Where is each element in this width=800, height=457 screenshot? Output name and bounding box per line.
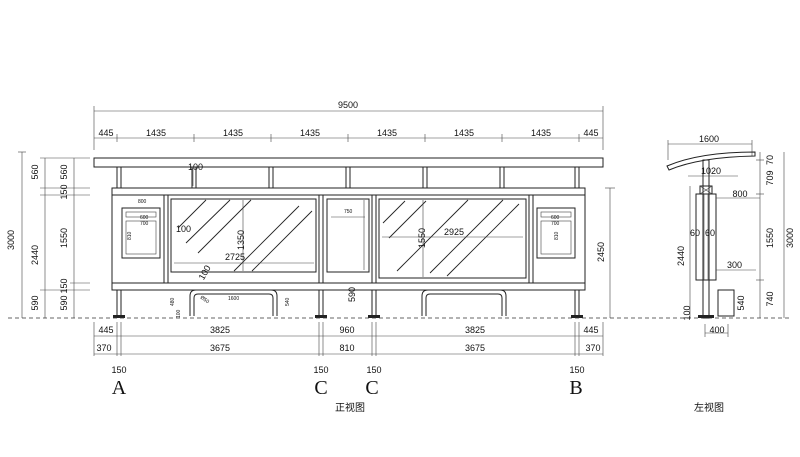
side-h540: 540 — [736, 295, 746, 310]
left-box-w800: 800 — [138, 199, 147, 205]
bench-dia: Ø50 — [199, 295, 210, 305]
right-glass-height: 1550 — [417, 228, 427, 248]
col-width-c2: 150 — [366, 365, 381, 375]
right-height: 2450 — [596, 242, 606, 262]
left-base-height-2: 590 — [59, 295, 69, 310]
roof-d100: 100 — [188, 162, 203, 172]
side-base-box — [717, 289, 735, 317]
top-seg-1: 445 — [98, 128, 113, 138]
side-h740: 740 — [765, 291, 775, 306]
middle-panel — [326, 198, 370, 273]
right-box-w600: 600 — [551, 215, 560, 221]
side-panel — [695, 193, 717, 281]
top-seg-3: 1435 — [223, 128, 243, 138]
left-box-w700: 700 — [140, 221, 149, 227]
left-base-height: 590 — [30, 295, 40, 310]
left-box-h810: 810 — [127, 231, 133, 240]
left-box-w600: 600 — [140, 215, 149, 221]
side-view: 1600 1020 60 60 800 300 400 — [666, 134, 795, 414]
top-seg-7: 1435 — [531, 128, 551, 138]
section-label-c2: C — [365, 377, 378, 399]
bottom2-seg-5: 370 — [585, 343, 600, 353]
right-glass-hatch — [382, 199, 520, 277]
side-roof — [666, 151, 756, 171]
side-h100: 100 — [682, 305, 692, 320]
left-bench — [189, 289, 278, 316]
side-h1550: 1550 — [765, 228, 775, 248]
side-h3000: 3000 — [785, 228, 795, 248]
left-total-height: 3000 — [6, 230, 16, 250]
top-seg-4: 1435 — [300, 128, 320, 138]
left-panel-height: 1550 — [59, 228, 69, 248]
shelter-frame — [111, 187, 586, 291]
left-glass-d100a: 100 — [176, 224, 191, 234]
bottom1-seg-4: 3825 — [465, 325, 485, 335]
side-base-width: 400 — [709, 325, 724, 335]
bottom1-seg-2: 3825 — [210, 325, 230, 335]
side-box-width: 800 — [732, 189, 747, 199]
left-roof-height: 560 — [30, 164, 40, 179]
side-post-dim-2: 60 — [705, 228, 715, 238]
bottom2-seg-2: 3675 — [210, 343, 230, 353]
bench-h100: 100 — [176, 309, 182, 318]
right-bench — [421, 289, 507, 316]
left-glass-width: 2725 — [225, 252, 245, 262]
top-seg-5: 1435 — [377, 128, 397, 138]
side-h709: 709 — [765, 170, 775, 185]
section-label-c1: C — [314, 377, 327, 399]
col-width-c1: 150 — [313, 365, 328, 375]
side-view-caption: 左视图 — [694, 401, 724, 414]
roof-canopy — [93, 157, 604, 168]
left-info-box — [121, 207, 161, 259]
bottom1-seg-5: 445 — [583, 325, 598, 335]
middle-panel-w750: 750 — [344, 209, 353, 215]
left-glass-d100b: 100 — [197, 264, 213, 282]
right-glass-panel — [378, 198, 527, 279]
left-glass-height: 1350 — [236, 230, 246, 250]
side-post-dim-1: 60 — [690, 228, 700, 238]
mid-d590: 590 — [347, 287, 357, 302]
section-label-a: A — [112, 377, 127, 399]
top-seg-6: 1435 — [454, 128, 474, 138]
left-band2-height: 150 — [59, 278, 69, 293]
bench-w1600: 1600 — [228, 296, 239, 302]
right-glass-width: 2925 — [444, 227, 464, 237]
col-width-a: 150 — [111, 365, 126, 375]
bottom1-seg-3: 960 — [339, 325, 354, 335]
bottom2-seg-1: 370 — [96, 343, 111, 353]
top-seg-2: 1435 — [146, 128, 166, 138]
side-h70: 70 — [765, 155, 775, 165]
bottom2-seg-3: 810 — [339, 343, 354, 353]
section-label-b: B — [569, 377, 582, 399]
front-view-caption: 正视图 — [335, 401, 365, 414]
right-box-h810: 810 — [554, 231, 560, 240]
right-box-w700: 700 — [551, 221, 560, 227]
bottom2-seg-4: 3675 — [465, 343, 485, 353]
left-glass-hatch — [177, 199, 313, 272]
bench-h480: 480 — [170, 297, 176, 306]
left-mid-height: 2440 — [30, 245, 40, 265]
side-box-w300: 300 — [727, 260, 742, 270]
bench-h540: 540 — [285, 297, 291, 306]
left-glass-panel — [170, 198, 317, 273]
right-info-box — [536, 207, 576, 259]
col-width-b: 150 — [569, 365, 584, 375]
bottom1-seg-1: 445 — [98, 325, 113, 335]
front-view: 9500 445 1435 1435 1435 1435 1435 1435 4… — [6, 100, 792, 414]
side-roof-width: 1600 — [699, 134, 719, 144]
side-h2440: 2440 — [676, 246, 686, 266]
side-roof-inner: 1020 — [701, 166, 721, 176]
left-roof-height-2: 560 — [59, 164, 69, 179]
left-band-height: 150 — [59, 184, 69, 199]
overall-width-label: 9500 — [338, 100, 358, 110]
posts — [116, 290, 580, 317]
top-seg-8: 445 — [583, 128, 598, 138]
